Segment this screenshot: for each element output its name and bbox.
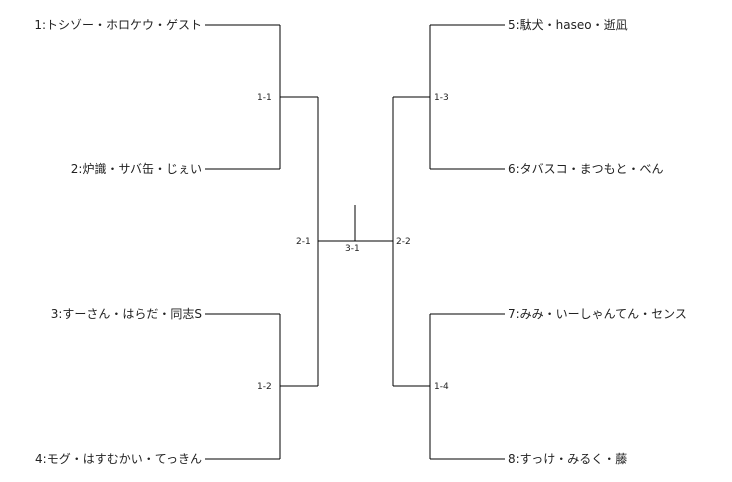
team-name: 3:すーさん・はらだ・同志S <box>51 307 202 321</box>
match-label: 3-1 <box>345 244 360 254</box>
team-name: 6:タバスコ・まつもと・べん <box>508 162 663 176</box>
team-name: 8:すっけ・みるく・藤 <box>508 452 627 466</box>
match-label: 1-3 <box>434 93 449 103</box>
team-name: 4:モグ・はすむかい・てっきん <box>35 452 202 466</box>
match-label: 1-1 <box>257 93 272 103</box>
match-label: 1-2 <box>257 382 272 392</box>
team-name: 7:みみ・いーしゃんてん・センス <box>508 307 687 321</box>
match-label: 2-2 <box>396 237 411 247</box>
team-name: 2:炉識・サバ缶・じぇい <box>71 162 202 176</box>
match-label: 2-1 <box>296 237 311 247</box>
team-name: 5:駄犬・haseo・逝凪 <box>508 17 628 32</box>
team-name: 1:トシゾー・ホロケウ・ゲスト <box>34 18 202 32</box>
match-label: 1-4 <box>434 382 449 392</box>
